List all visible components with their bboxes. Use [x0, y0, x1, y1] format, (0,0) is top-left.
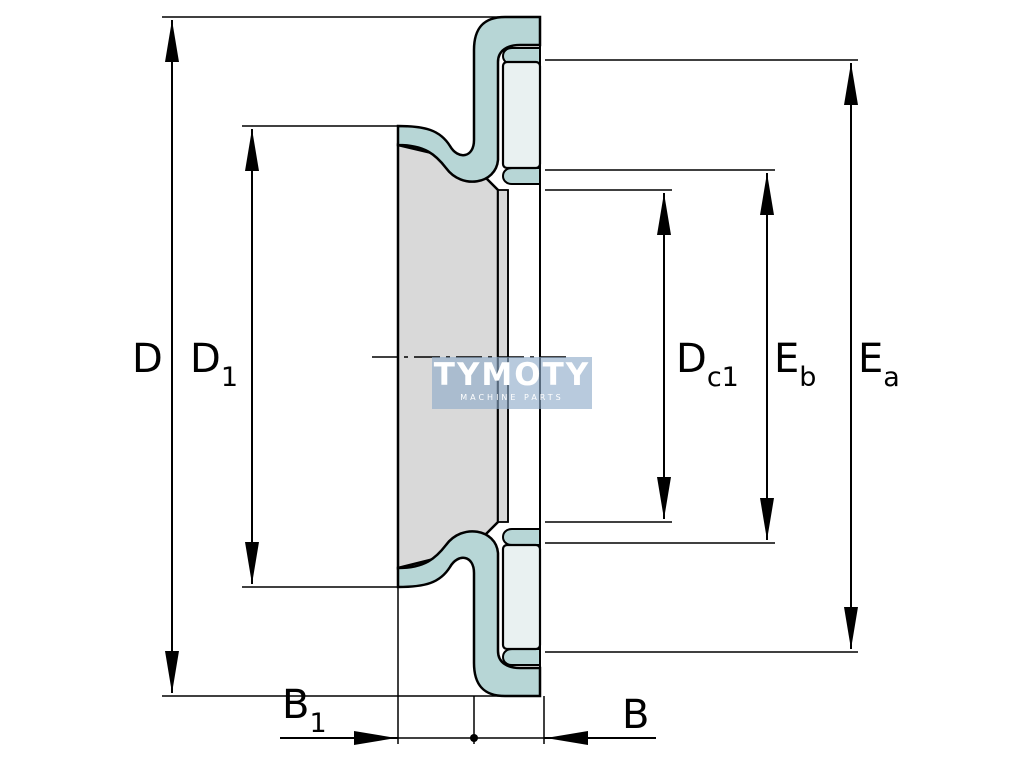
arrow-B — [546, 731, 588, 745]
arrow-Eb-bottom — [760, 498, 774, 540]
arrow-D-bottom — [165, 651, 179, 693]
label-D: D — [132, 336, 163, 382]
arrow-D1-top — [245, 129, 259, 171]
arrow-D-top — [165, 20, 179, 62]
dim-B-dot — [470, 734, 478, 742]
roller-lower — [501, 543, 542, 651]
cage-clip-lower-top — [502, 528, 540, 546]
label-B1: B1 — [282, 682, 327, 739]
label-Eb: Eb — [774, 336, 816, 393]
arrow-Dc1-top — [657, 193, 671, 235]
arrow-D1-bottom — [245, 542, 259, 584]
watermark-logo: TYMOTY MACHINE PARTS — [432, 357, 592, 409]
arrow-Ea-top — [844, 63, 858, 105]
arrow-B1 — [354, 731, 396, 745]
inner-race-plate — [497, 189, 509, 523]
outer-ring-lower — [396, 530, 542, 698]
label-Ea: Ea — [858, 336, 900, 393]
cage-clip-upper-bottom — [502, 167, 540, 185]
watermark-main-text: TYMOTY — [433, 357, 591, 393]
outer-ring-upper — [396, 15, 542, 183]
roller-upper — [501, 60, 542, 170]
label-D1: D1 — [190, 336, 238, 393]
arrow-Dc1-bottom — [657, 477, 671, 519]
label-Dc1: Dc1 — [676, 336, 739, 393]
arrow-Eb-top — [760, 173, 774, 215]
arrow-Ea-bottom — [844, 607, 858, 649]
cage-clip-lower-bottom — [502, 648, 540, 666]
watermark-sub-text: MACHINE PARTS — [460, 393, 564, 402]
label-B: B — [622, 692, 649, 738]
